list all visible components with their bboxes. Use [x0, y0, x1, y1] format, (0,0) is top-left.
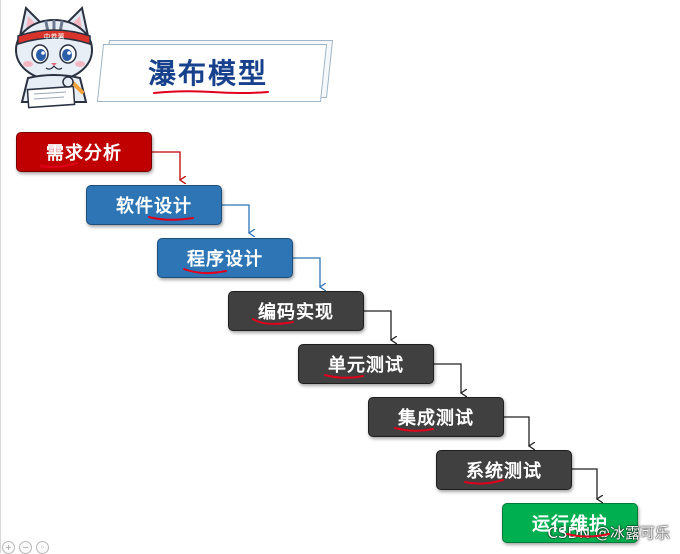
search-icon[interactable]: ◦ [36, 541, 49, 554]
step-program-design: 程序设计 [157, 238, 293, 278]
step-label: 单元测试 [328, 351, 404, 377]
step-requirements-analysis: 需求分析 [16, 132, 152, 172]
step-label: 集成测试 [398, 404, 474, 430]
step-label: 需求分析 [46, 139, 122, 165]
connector-1 [150, 152, 180, 180]
step-label: 编码实现 [258, 298, 334, 324]
step-label: 运行维护 [532, 510, 608, 536]
connector-3 [291, 258, 320, 287]
step-label: 软件设计 [116, 192, 192, 218]
step-system-testing: 系统测试 [436, 450, 572, 490]
step-label: 系统测试 [466, 457, 542, 483]
step-integration-testing: 集成测试 [368, 397, 504, 437]
viewer-toolbar: + − ◦ [2, 541, 49, 553]
connector-4 [362, 311, 391, 340]
step-coding-implementation: 编码实现 [228, 291, 364, 331]
connector-2 [220, 205, 249, 233]
step-unit-testing: 单元测试 [298, 344, 434, 384]
step-software-design: 软件设计 [86, 185, 222, 225]
connector-6 [502, 417, 529, 446]
zoom-out-icon[interactable]: − [19, 541, 32, 554]
connector-5 [432, 364, 461, 393]
zoom-in-icon[interactable]: + [2, 541, 15, 554]
step-label: 程序设计 [187, 245, 263, 271]
connector-7 [570, 469, 597, 499]
